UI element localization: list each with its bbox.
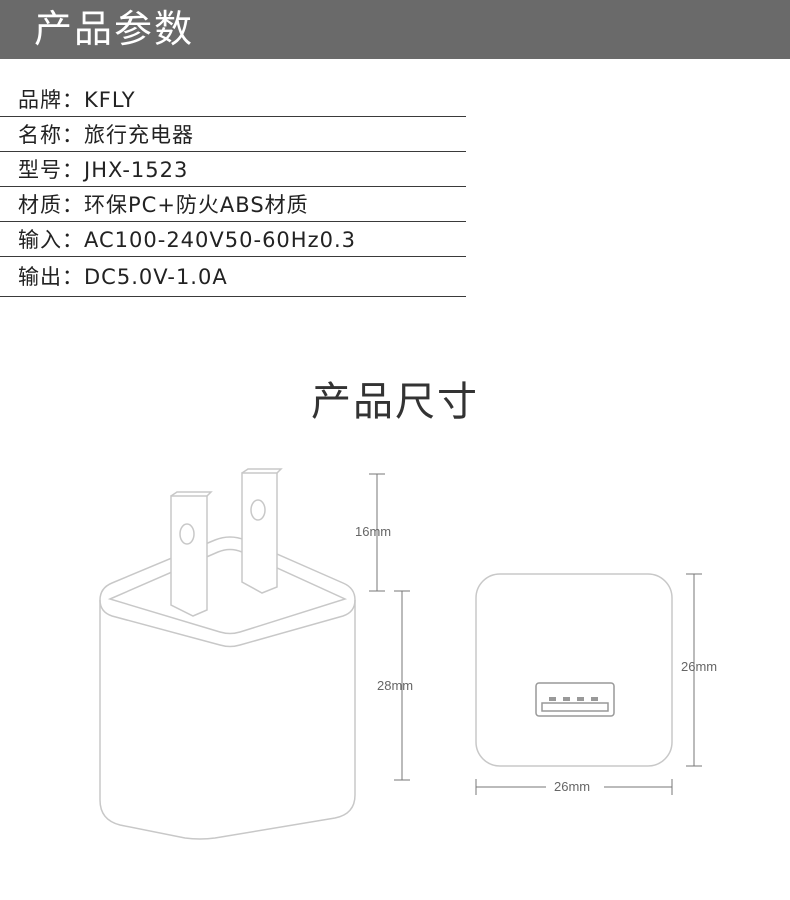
right-prong-side xyxy=(241,468,283,474)
left-prong-side xyxy=(170,491,213,497)
spec-row-model: 型号：JHX-1523 xyxy=(0,152,466,187)
right-prong xyxy=(241,472,278,594)
usb-pins xyxy=(549,697,598,701)
charger-front-view xyxy=(475,573,673,767)
banner-title: 产品参数 xyxy=(34,7,195,51)
spec-row-output: 输出：DC5.0V-1.0A xyxy=(0,257,466,297)
usb-port-inner xyxy=(541,702,609,712)
charger-prongs xyxy=(170,468,283,617)
face-height-label: 26mm xyxy=(681,659,717,674)
spec-table: 品牌：KFLY 名称：旅行充电器 型号：JHX-1523 材质：环保PC+防火A… xyxy=(0,80,466,297)
header-banner: 产品参数 xyxy=(0,0,790,59)
spec-output: 输出：DC5.0V-1.0A xyxy=(18,265,228,289)
spec-material: 材质：环保PC+防火ABS材质 xyxy=(18,193,309,217)
face-width-label: 26mm xyxy=(554,779,590,794)
side-dimension-lines xyxy=(369,473,410,781)
spec-row-brand: 品牌：KFLY xyxy=(0,80,466,117)
left-prong-hole xyxy=(179,523,195,545)
spec-name: 名称：旅行充电器 xyxy=(18,123,194,147)
spec-input: 输入：AC100-240V50-60Hz0.3 xyxy=(18,228,356,252)
spec-row-name: 名称：旅行充电器 xyxy=(0,117,466,152)
left-prong xyxy=(170,495,208,617)
body-height-label: 28mm xyxy=(377,678,413,693)
charger-side-view xyxy=(99,536,356,840)
charger-face xyxy=(475,573,673,767)
prong-height-label: 16mm xyxy=(355,524,391,539)
charger-top-rim xyxy=(99,536,356,648)
spec-model: 型号：JHX-1523 xyxy=(18,158,189,182)
dimensions-title: 产品尺寸 xyxy=(311,379,479,425)
charger-top-inner xyxy=(107,548,348,635)
spec-brand: 品牌：KFLY xyxy=(18,88,136,112)
charger-body xyxy=(99,600,356,840)
usb-port xyxy=(535,682,615,717)
spec-row-input: 输入：AC100-240V50-60Hz0.3 xyxy=(0,222,466,257)
front-dimension-lines xyxy=(475,573,702,795)
spec-row-material: 材质：环保PC+防火ABS材质 xyxy=(0,187,466,222)
right-prong-hole xyxy=(250,499,266,521)
